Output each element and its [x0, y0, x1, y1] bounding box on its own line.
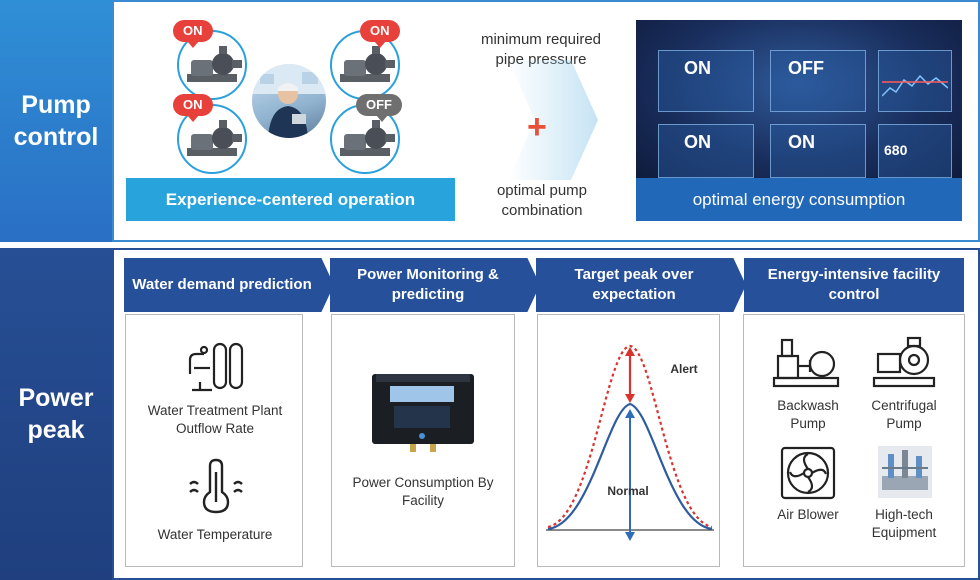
screen-tile-1 — [658, 50, 754, 112]
thermometer-icon — [189, 458, 243, 514]
control-dashboard-screen: ON OFF ON ON 680 — [636, 20, 962, 182]
normal-demand-curve — [547, 402, 713, 531]
screen-pump-3-state: ON — [684, 132, 711, 152]
screen-tile-2 — [770, 50, 866, 112]
operator-photo — [252, 64, 326, 138]
step-water-demand-prediction: Water demand prediction — [124, 258, 334, 312]
normal-arrow-up — [625, 409, 635, 418]
centrifugal-pump-icon — [872, 336, 936, 388]
backwash-pump-label: Backwash Pump — [777, 398, 839, 431]
pump-2-status-badge: ON — [360, 20, 400, 48]
high-tech-equipment-label: High-tech Equipment — [871, 507, 937, 540]
alert-demand-curve — [547, 344, 713, 529]
pump-icon — [187, 46, 242, 82]
water-temperature-label: Water Temperature — [157, 527, 273, 542]
normal-label: Normal — [607, 484, 649, 498]
pump-4-status-badge: OFF — [356, 94, 402, 122]
step-energy-intensive-control: Energy-intensive facility control — [744, 258, 964, 312]
screen-trend-graph-icon — [882, 74, 948, 97]
power-peak-title: Power peak — [18, 384, 94, 444]
alert-arrow-up — [625, 347, 635, 356]
screen-readout-tile — [878, 124, 952, 178]
screen-pump-4-state: ON — [788, 132, 815, 152]
experience-centered-operation-bar: Experience-centered operation — [126, 178, 455, 221]
alert-arrow-down — [625, 394, 635, 403]
screen-pump-2-state: OFF — [788, 58, 824, 78]
backwash-pump-icon — [772, 338, 840, 388]
alert-label: Alert — [670, 362, 698, 376]
water-treatment-plant-icon — [188, 342, 244, 392]
screen-pump-1-state: ON — [684, 58, 711, 78]
normal-arrow-down — [625, 532, 635, 541]
card-target-peak — [537, 314, 720, 567]
pump-combination-label: optimal pump combination — [496, 182, 588, 219]
pump-icon — [340, 46, 395, 82]
high-tech-equipment-icon — [878, 446, 932, 498]
power-peak-label-box: Power peak — [0, 248, 112, 580]
screen-readout-value: 680 — [884, 142, 908, 158]
optimal-energy-consumption-bar: optimal energy consumption — [636, 178, 962, 221]
air-blower-fan-icon — [780, 446, 836, 500]
step-power-monitoring: Power Monitoring & predicting — [330, 258, 540, 312]
pump-control-title: Pump control — [13, 91, 99, 151]
screen-tile-3 — [658, 124, 754, 178]
centrifugal-pump-label: Centrifugal Pump — [871, 398, 937, 431]
pump-3-status-badge: ON — [173, 94, 213, 122]
pump-control-label-box: Pump control — [0, 0, 112, 242]
peak-curve-graph — [546, 344, 714, 541]
outflow-rate-label: Water Treatment Plant Outflow Rate — [147, 403, 283, 436]
operator-figure-icon — [252, 64, 326, 138]
pump-icon — [187, 120, 242, 156]
air-blower-label: Air Blower — [777, 507, 839, 522]
step-target-peak: Target peak over expectation — [536, 258, 746, 312]
plus-icon: + — [527, 108, 547, 146]
power-meter-device-icon — [372, 374, 474, 452]
power-consumption-label: Power Consumption By Facility — [352, 475, 494, 508]
pump-circle-3 — [330, 30, 400, 100]
screen-tile-4 — [770, 124, 866, 178]
pump-icon — [340, 120, 395, 156]
pump-1-status-badge: ON — [173, 20, 213, 48]
